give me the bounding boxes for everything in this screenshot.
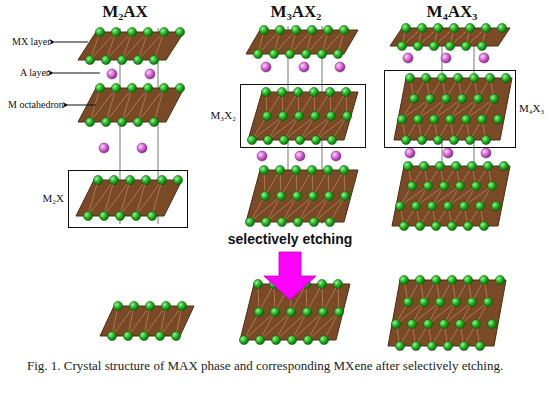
mx-slab (76, 175, 183, 220)
leader-arrow (55, 42, 88, 43)
phase-heading: M₂AX (102, 2, 148, 22)
structure-label: M₄X₃ (519, 102, 544, 115)
mx-slab (390, 23, 510, 50)
mx-slab (245, 165, 358, 226)
leader-arrow (53, 73, 100, 74)
structure-box: M₂X (68, 170, 188, 228)
a-atom (335, 62, 345, 72)
part-label: MX layer (12, 36, 51, 48)
a-atom (107, 69, 117, 79)
leader-arrows (53, 42, 100, 105)
structure-box: M₃X₂ (240, 84, 366, 148)
process-label: selectively etching (228, 231, 353, 248)
a-atom (403, 53, 413, 63)
mx-slab (246, 25, 358, 58)
a-atom (405, 148, 415, 158)
figure-caption: Fig. 1. Crystal structure of MAX phase a… (27, 357, 535, 375)
a-atom (99, 143, 109, 153)
etching-arrow (264, 252, 316, 300)
mx-slab (78, 27, 185, 64)
a-atom (441, 53, 451, 63)
structure-label: M₂X (42, 192, 64, 205)
part-label: A layer (20, 67, 49, 79)
mx-slab (394, 73, 512, 144)
a-atom (481, 148, 491, 158)
structure-box: M₄X₃ (384, 70, 516, 148)
a-atom (299, 62, 309, 72)
a-atom (443, 148, 453, 158)
mx-slab (100, 301, 194, 340)
a-atom (137, 143, 147, 153)
part-label: M octahedron (8, 99, 64, 111)
a-atom (295, 151, 305, 161)
mx-slabs (76, 23, 512, 350)
a-atom (479, 53, 489, 63)
leader-arrow (68, 105, 96, 106)
mx-slab (388, 275, 506, 350)
a-atom (261, 62, 271, 72)
a-atom (145, 69, 155, 79)
mx-slab (247, 87, 358, 144)
structure-label: M₃X₂ (211, 109, 236, 122)
a-atom (257, 151, 267, 161)
phase-heading: M₃AX₂ (271, 2, 322, 22)
mx-slab (392, 161, 510, 230)
phase-heading: M₄AX₃ (427, 2, 478, 22)
a-atom (331, 151, 341, 161)
